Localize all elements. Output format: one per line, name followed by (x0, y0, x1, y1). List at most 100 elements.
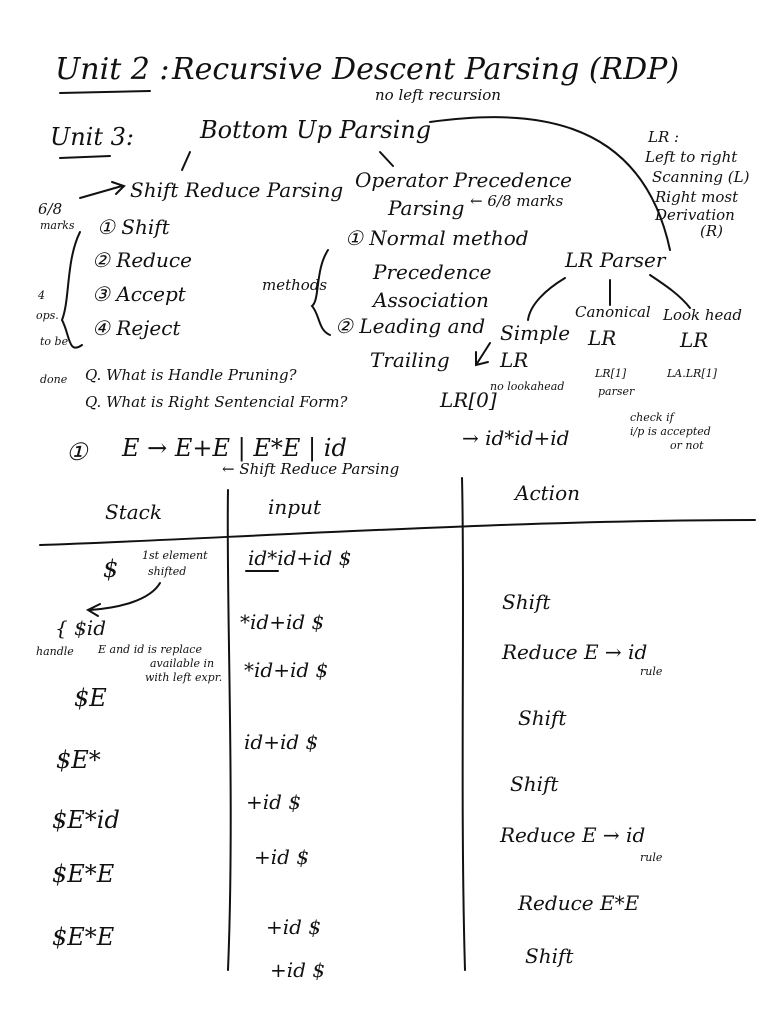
sr-side-1: 4 (38, 289, 45, 302)
table-column-rule-2 (461, 477, 466, 971)
lr-note-1: LR : (648, 128, 680, 146)
input-cell-4: id+id $ (244, 730, 319, 754)
simple-arrow (475, 342, 491, 367)
input-cell-8: +id $ (270, 958, 326, 982)
lr-simple-lr: LR (500, 348, 529, 372)
lr-lookahead-lr: LR (680, 328, 709, 352)
bup-left-tick (181, 151, 191, 171)
lr-parser-label: parser (598, 385, 635, 398)
input-cell-3: *id+id $ (244, 658, 329, 682)
methods-brace (310, 249, 331, 336)
op-methods-label: methods (262, 276, 328, 294)
check-note-2: i/p is accepted (630, 425, 711, 438)
first-shift-note-1: 1st element (142, 549, 208, 562)
lr-branch-simple (527, 277, 566, 321)
handle-note-1: E and id is replace (98, 643, 202, 656)
stack-cell-6: $E*E (52, 860, 115, 888)
sr-side-4: done (40, 373, 68, 386)
action-cell-2: Reduce E → id (502, 640, 648, 664)
sr-item-reject: ④ Reject (92, 316, 181, 340)
method-note: ← Shift Reduce Parsing (222, 460, 400, 478)
action-cell-5: Reduce E → id (500, 823, 646, 847)
stack-cell-5: $E*id (52, 806, 120, 834)
first-shift-note-2: shifted (148, 565, 187, 578)
lr-canonical: Canonical (575, 303, 651, 321)
bup-to-lr-curve (429, 116, 671, 251)
lr-lalr1: LA.LR[1] (667, 367, 717, 380)
op-m1b: Association (373, 288, 489, 312)
lr-lr1: LR[1] (595, 367, 627, 380)
input-cell-7: +id $ (266, 915, 322, 939)
table-column-rule-1 (226, 489, 232, 971)
rule-note-1: rule (640, 665, 663, 678)
action-cell-4: Shift (510, 772, 559, 796)
unit2-underline (59, 90, 151, 94)
shift-arrow (85, 582, 161, 617)
action-cell-3: Shift (518, 706, 567, 730)
handle-note-2: available in (150, 657, 215, 670)
op-title: Operator Precedence (355, 168, 572, 192)
table-header-stack: Stack (105, 500, 162, 524)
sr-item-accept: ③ Accept (92, 282, 186, 306)
action-cell-1: Shift (502, 590, 551, 614)
action-cell-7: Shift (525, 944, 574, 968)
question-2: Q. What is Right Sentencial Form? (85, 393, 348, 411)
sr-item-reduce: ② Reduce (92, 248, 192, 272)
unit2-label: Unit 2 : (55, 52, 170, 87)
input-cell-1: id*id+id $ (248, 546, 352, 570)
problem-grammar: E → E+E | E*E | id (122, 434, 347, 462)
table-header-action: Action (515, 481, 580, 505)
handle-label: handle (36, 645, 74, 658)
bup-title: Bottom Up Parsing (200, 116, 432, 144)
stack-cell-3: $E (74, 684, 107, 712)
op-title2: Parsing (388, 196, 465, 220)
sr-marks-1: 6/8 (38, 200, 63, 218)
problem-number: ① (66, 438, 88, 466)
lr-simple: Simple (500, 321, 571, 345)
lr-branch-lookahead (649, 274, 691, 309)
shift-reduce-brace (60, 231, 83, 349)
lr-lr0: LR[0] (440, 388, 497, 412)
question-1: Q. What is Handle Pruning? (85, 366, 297, 384)
stack-cell-2: { $id (55, 616, 107, 640)
sr-marks-2: marks (40, 219, 75, 232)
lr-parser-title: LR Parser (565, 248, 666, 272)
action-cell-6: Reduce E*E (518, 891, 640, 915)
stack-cell-4: $E* (56, 746, 101, 774)
rdp-note: no left recursion (375, 86, 501, 104)
handle-note-3: with left expr. (145, 671, 223, 684)
lr-note-4: Right most (655, 188, 739, 206)
sr-item-shift: ① Shift (97, 215, 170, 239)
sr-side-2: ops. (36, 309, 59, 322)
rule-note-2: rule (640, 851, 663, 864)
input-cell-6: +id $ (254, 845, 310, 869)
lr-no-lookahead: no lookahead (490, 380, 565, 393)
problem-string: → id*id+id (462, 426, 570, 450)
lr-note-5: Derivation (655, 206, 735, 224)
unit3-label: Unit 3: (50, 123, 134, 151)
marks-arrow (79, 181, 126, 199)
bup-right-tick (379, 151, 394, 167)
sr-title: Shift Reduce Parsing (130, 178, 344, 202)
op-m1a: Precedence (373, 260, 492, 284)
op-m2a: ② Leading and (335, 314, 486, 338)
check-note-3: or not (670, 439, 704, 452)
lr-canonical-lr: LR (588, 326, 617, 350)
stack-cell-7: $E*E (52, 923, 115, 951)
table-header-rule (39, 519, 756, 546)
lr-note-6: (R) (700, 222, 723, 240)
op-m2b: Trailing (370, 348, 450, 372)
sr-side-3: to be (40, 335, 69, 348)
unit3-underline (59, 155, 111, 159)
table-header-input: input (268, 495, 321, 519)
lr-lookahead: Look head (663, 306, 742, 324)
op-m1: ① Normal method (345, 226, 529, 250)
stack-cell-1: $ (103, 555, 119, 583)
rdp-title: Recursive Descent Parsing (RDP) (172, 52, 680, 87)
lr-note-3: Scanning (L) (652, 168, 750, 186)
input-cell-2: *id+id $ (240, 610, 325, 634)
check-note-1: check if (630, 411, 674, 424)
input-cell-5: +id $ (246, 790, 302, 814)
op-marks: ← 6/8 marks (470, 192, 564, 210)
